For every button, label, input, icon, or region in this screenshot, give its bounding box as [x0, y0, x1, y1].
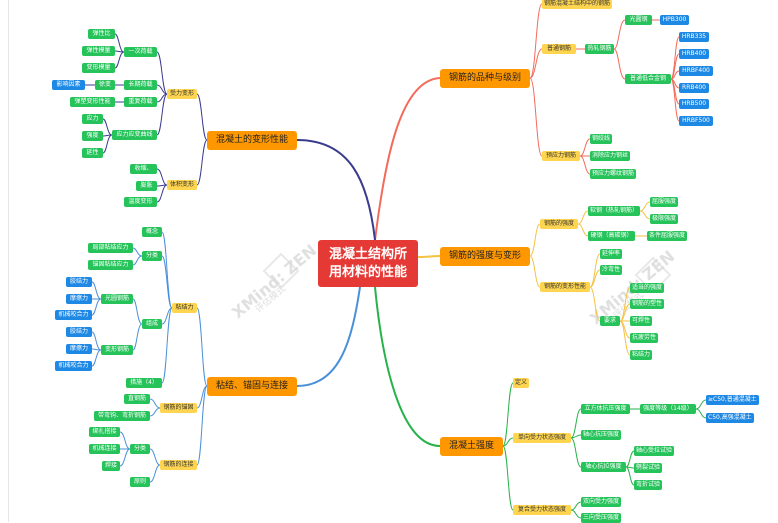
- leaf-ultimate-strength[interactable]: 极限强度: [650, 214, 679, 224]
- leaf-ribbed-mechanical[interactable]: 机械咬合力: [55, 361, 92, 371]
- node-composite-strength[interactable]: 复合受力状态强度: [513, 505, 571, 515]
- node-deformed-bar[interactable]: 变形钢筋: [101, 345, 133, 355]
- root-topic[interactable]: 混凝土结构所 用材料的性能: [318, 240, 418, 287]
- node-rebar-strength[interactable]: 钢筋的强度: [540, 219, 578, 229]
- node-prestress-rebar[interactable]: 预应力钢筋: [542, 151, 580, 161]
- leaf-req-3[interactable]: 可焊性: [630, 316, 653, 326]
- leaf-prestress-2[interactable]: 消除应力钢丝: [590, 151, 631, 161]
- leaf-elongation[interactable]: 延伸率: [600, 249, 623, 259]
- node-strength-grade[interactable]: 强度等级（14级）: [640, 404, 696, 414]
- leaf-grade-6[interactable]: HRBF500: [679, 116, 713, 126]
- leaf-split-test[interactable]: 劈裂试验: [634, 463, 663, 473]
- leaf-shrinkage[interactable]: 收缩、: [130, 164, 157, 174]
- leaf-elastoplastic[interactable]: 弹塑变形性能: [70, 97, 115, 107]
- node-plain-steel[interactable]: 光圆钢: [625, 15, 652, 25]
- leaf-ductility[interactable]: 延性: [82, 148, 103, 158]
- leaf-anchor-bond-stress[interactable]: 锚固粘结应力: [88, 260, 133, 270]
- leaf-welding[interactable]: 焊接: [102, 461, 120, 471]
- leaf-elastic-ratio[interactable]: 弹性比: [88, 29, 115, 39]
- node-definition[interactable]: 定义: [513, 378, 530, 388]
- leaf-grade-high[interactable]: C50,高强混凝土: [706, 413, 754, 423]
- leaf-prestress-3[interactable]: 预应力螺纹钢筋: [590, 169, 637, 179]
- leaf-req-2[interactable]: 钢筋的塑性: [630, 299, 665, 309]
- root-topic-line2: 用材料的性能: [328, 265, 407, 280]
- leaf-temperature-deformation[interactable]: 温度变形: [124, 197, 157, 207]
- leaf-grade-normal[interactable]: ≥C50,普通混凝土: [706, 395, 759, 405]
- node-hard-steel[interactable]: 硬钢（高碳钢）: [588, 231, 635, 241]
- node-rebar-deformation[interactable]: 钢筋的变形性能: [540, 282, 590, 292]
- leaf-mechanical-splice[interactable]: 机械连接: [89, 444, 120, 454]
- leaf-prestress-1[interactable]: 钢绞线: [590, 134, 613, 144]
- leaf-hpb300[interactable]: HPB300: [660, 15, 689, 25]
- leaf-bond-concept[interactable]: 概念: [142, 227, 162, 237]
- branch-rebar-strength[interactable]: 钢筋的强度与变形: [440, 247, 530, 266]
- leaf-plain-mechanical[interactable]: 机械咬合力: [55, 310, 92, 320]
- node-rebar-connection[interactable]: 钢筋的连接: [160, 460, 197, 470]
- leaf-deformation-modulus[interactable]: 变形模量: [82, 63, 115, 73]
- leaf-biaxial[interactable]: 双向受力强度: [581, 497, 622, 507]
- node-single-load[interactable]: 一次荷载: [124, 47, 157, 57]
- leaf-cold-bend[interactable]: 冷弯性: [600, 265, 623, 275]
- node-soft-steel[interactable]: 软钢（热轧钢筋）: [588, 206, 640, 216]
- leaf-tension-test[interactable]: 轴心受拉试验: [634, 446, 675, 456]
- leaf-triaxial[interactable]: 三向受压强度: [581, 513, 622, 523]
- node-uniaxial-strength[interactable]: 单向受力状态强度: [513, 433, 571, 443]
- node-cube-strength[interactable]: 立方体抗压强度: [581, 404, 630, 414]
- leaf-expansion[interactable]: 膨胀: [136, 181, 157, 191]
- leaf-bond-measures[interactable]: 措施（4）: [126, 378, 162, 388]
- node-bond-category[interactable]: 分类: [142, 251, 162, 261]
- leaf-req-5[interactable]: 粘结力: [630, 350, 653, 360]
- node-axial-tensile[interactable]: 轴心抗拉强度: [581, 462, 626, 472]
- left-edge-divider: [8, 0, 9, 522]
- leaf-yield-strength[interactable]: 屈服强度: [650, 197, 679, 207]
- leaf-connection-principle[interactable]: 原则: [130, 477, 150, 487]
- node-creep[interactable]: 徐变: [95, 80, 115, 90]
- leaf-plain-cohesion[interactable]: 胶结力: [66, 277, 92, 287]
- branch-concrete-strength[interactable]: 混凝土强度: [440, 437, 503, 456]
- node-adhesion[interactable]: 粘结力: [172, 303, 197, 313]
- node-stress-deformation[interactable]: 受力变形: [167, 89, 197, 99]
- leaf-grade-2[interactable]: HRB400: [679, 49, 709, 59]
- leaf-grade-3[interactable]: HRBF400: [679, 66, 713, 76]
- leaf-bend-test[interactable]: 弯折试验: [634, 480, 663, 490]
- node-bond-composition[interactable]: 组成: [142, 319, 162, 329]
- node-requirements[interactable]: 要求: [600, 316, 620, 326]
- leaf-grade-5[interactable]: HRB500: [679, 99, 709, 109]
- node-volume-deformation[interactable]: 体积变形: [167, 180, 197, 190]
- leaf-strength[interactable]: 强度: [82, 131, 103, 141]
- node-long-term-load[interactable]: 长期荷载: [124, 80, 157, 90]
- leaf-local-bond-stress[interactable]: 局部粘结应力: [88, 243, 133, 253]
- leaf-influence-factors[interactable]: 影响因素: [52, 80, 85, 90]
- leaf-conditional-yield[interactable]: 条件屈服强度: [647, 231, 688, 241]
- branch-rebar-types[interactable]: 钢筋的品种与级别: [440, 69, 530, 88]
- node-repeated-load[interactable]: 重复荷载: [124, 97, 157, 107]
- leaf-ribbed-friction[interactable]: 摩擦力: [66, 344, 92, 354]
- leaf-lap-splice[interactable]: 绑扎搭接: [89, 427, 120, 437]
- leaf-straight-bar[interactable]: 直钢筋: [124, 394, 150, 404]
- node-low-alloy-steel[interactable]: 普通低合金钢: [625, 74, 671, 84]
- node-connection-category[interactable]: 分类: [130, 444, 150, 454]
- node-ordinary-rebar[interactable]: 普通钢筋: [542, 44, 576, 54]
- node-rebar-in-concrete[interactable]: 钢筋混凝土结构中的钢筋: [542, 0, 613, 9]
- leaf-hooked-bar[interactable]: 带弯钩、弯折钢筋: [94, 411, 150, 421]
- leaf-stress[interactable]: 应力: [82, 114, 103, 124]
- branch-concrete-deformation[interactable]: 混凝土的变形性能: [207, 131, 297, 150]
- leaf-req-4[interactable]: 抗疲劳性: [630, 333, 659, 343]
- leaf-ribbed-cohesion[interactable]: 胶结力: [66, 327, 92, 337]
- leaf-elastic-modulus[interactable]: 弹性模量: [82, 46, 115, 56]
- leaf-grade-4[interactable]: RRB400: [679, 83, 709, 93]
- leaf-plain-friction[interactable]: 摩擦力: [66, 294, 92, 304]
- leaf-grade-1[interactable]: HRB335: [679, 32, 709, 42]
- node-plain-bar[interactable]: 光圆钢筋: [101, 294, 133, 304]
- node-hot-rolled-rebar[interactable]: 热轧钢筋: [585, 44, 614, 54]
- node-rebar-anchorage[interactable]: 钢筋的锚固: [160, 403, 197, 413]
- node-stress-strain-curve[interactable]: 应力应变曲线: [112, 130, 157, 140]
- node-axial-compressive[interactable]: 轴心抗压强度: [581, 430, 622, 440]
- leaf-req-1[interactable]: 适当的强度: [630, 283, 665, 293]
- root-topic-line1: 混凝土结构所: [328, 247, 407, 262]
- branch-bond-anchorage[interactable]: 粘结、锚固与连接: [207, 377, 297, 396]
